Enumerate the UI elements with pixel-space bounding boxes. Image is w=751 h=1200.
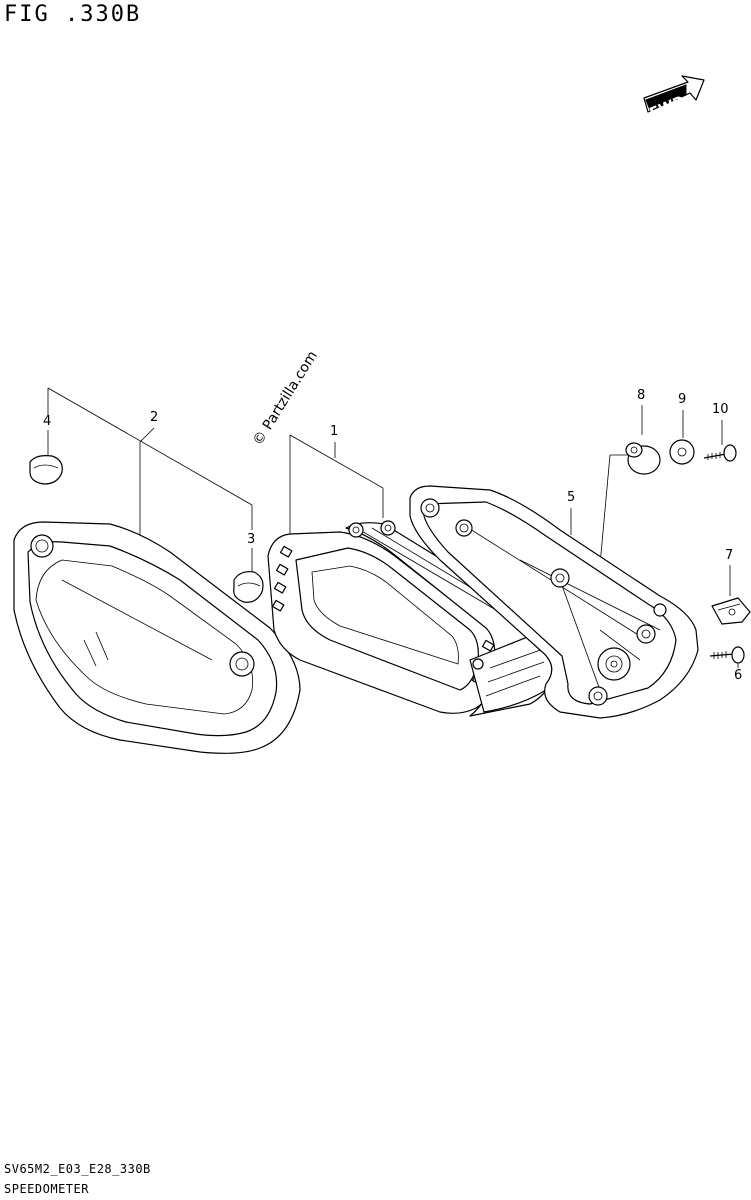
part-4-cap	[29, 455, 63, 485]
callout-3: 3	[247, 532, 256, 547]
diagram-name: SPEEDOMETER	[4, 1182, 89, 1196]
callout-7: 7	[725, 548, 734, 563]
diagram-code: SV65M2_E03_E28_330B	[4, 1162, 151, 1176]
part-6-screw	[709, 646, 745, 664]
figure-title: FIG .330B	[4, 2, 142, 27]
callout-1: 1	[330, 424, 339, 439]
callout-4: 4	[43, 414, 52, 429]
part-3-cap	[233, 571, 264, 603]
fwd-arrow-icon: FWD	[643, 75, 705, 122]
part-2-cover	[13, 521, 301, 754]
part-9-washer	[669, 439, 695, 465]
leader-lines	[47, 387, 739, 668]
part-7-clip	[711, 597, 751, 625]
part-5-bracket	[409, 485, 699, 719]
part-10-screw	[703, 444, 737, 462]
callout-5: 5	[567, 490, 576, 505]
callout-2: 2	[150, 410, 159, 425]
callout-9: 9	[678, 392, 687, 407]
part-8-grommet	[625, 442, 661, 475]
callout-6: 6	[734, 668, 743, 683]
callout-10: 10	[712, 402, 729, 417]
callout-8: 8	[637, 388, 646, 403]
